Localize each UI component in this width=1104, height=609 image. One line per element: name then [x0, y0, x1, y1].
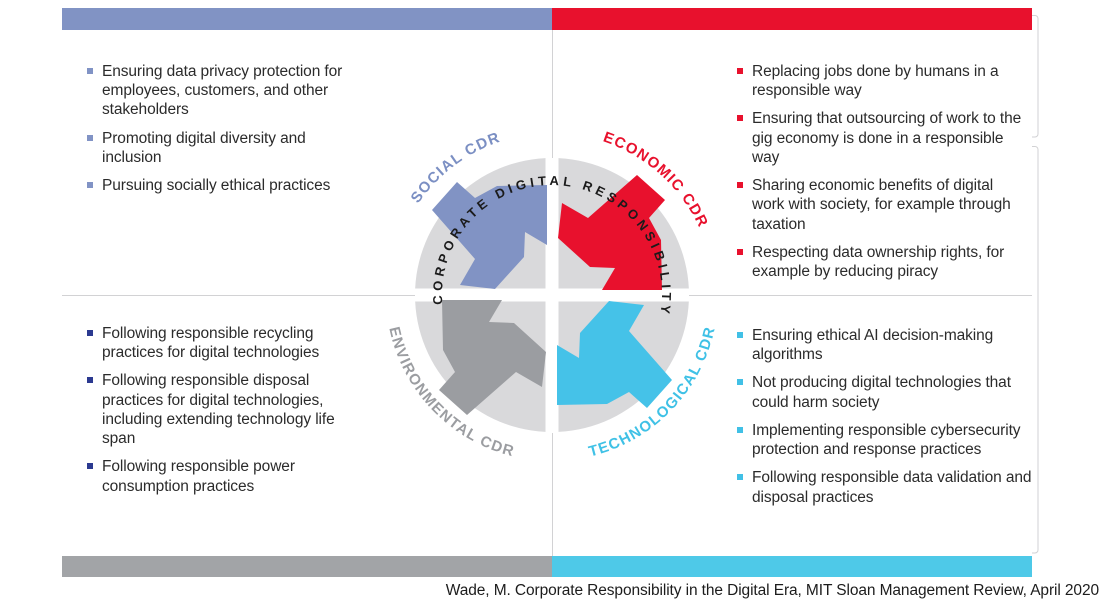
- bullet-item: Promoting digital diversity and inclusio…: [87, 129, 355, 167]
- bullet-text: Replacing jobs done by humans in a respo…: [752, 63, 999, 100]
- bullet-marker: [737, 474, 743, 481]
- bullet-text: Ensuring data privacy protection for emp…: [102, 63, 343, 119]
- bullet-text: Not producing digital technologies that …: [752, 374, 1011, 411]
- citation: Wade, M. Corporate Responsibility in the…: [445, 582, 1099, 599]
- environmental-bar-segment: [62, 556, 552, 577]
- cdr-circle-diagram: CORPORATE DIGITAL RESPONSIBILITY SOCIAL …: [385, 129, 717, 461]
- bullet-marker: [737, 379, 743, 386]
- bullet-marker: [87, 330, 93, 336]
- environmental-bullet-list: Following responsible recycling practice…: [87, 324, 372, 505]
- bullet-text: Pursuing socially ethical practices: [102, 177, 331, 195]
- right-bracket-bottom: [1032, 146, 1039, 554]
- bullet-text: Following responsible recycling practice…: [102, 325, 320, 362]
- right-bracket-top: [1032, 15, 1039, 138]
- bullet-marker: [737, 248, 743, 255]
- bullet-text: Following responsible data validation an…: [752, 469, 1032, 506]
- bullet-item: Following responsible recycling practice…: [87, 324, 372, 362]
- social-bar-segment: [62, 8, 552, 30]
- technological-bullet-list: Ensuring ethical AI decision-making algo…: [737, 326, 1032, 516]
- bullet-item: Pursuing socially ethical practices: [87, 176, 355, 195]
- bullet-marker: [87, 134, 93, 141]
- bullet-marker: [737, 332, 743, 338]
- bullet-item: Following responsible power consumption …: [87, 457, 372, 495]
- bullet-item: Respecting data ownership rights, for ex…: [737, 243, 1027, 281]
- bullet-item: Ensuring that outsourcing of work to the…: [737, 109, 1027, 167]
- economic-bullet-list: Replacing jobs done by humans in a respo…: [737, 62, 1027, 290]
- economic-bar-segment: [552, 8, 1032, 30]
- bullet-text: Respecting data ownership rights, for ex…: [752, 243, 1005, 280]
- bullet-text: Ensuring ethical AI decision-making algo…: [752, 327, 994, 364]
- bullet-item: Following responsible disposal practices…: [87, 371, 372, 448]
- bullet-item: Implementing responsible cybersecurity p…: [737, 421, 1032, 459]
- bullet-item: Replacing jobs done by humans in a respo…: [737, 62, 1027, 100]
- top-color-bar: [62, 8, 1032, 30]
- bullet-item: Not producing digital technologies that …: [737, 373, 1032, 411]
- bottom-color-bar: [62, 556, 1032, 577]
- bullet-marker: [87, 68, 93, 74]
- bullet-item: Sharing economic benefits of digital wor…: [737, 176, 1027, 234]
- bullet-marker: [737, 426, 743, 433]
- bullet-item: Ensuring ethical AI decision-making algo…: [737, 326, 1032, 364]
- bullet-marker: [737, 115, 743, 122]
- bullet-text: Sharing economic benefits of digital wor…: [752, 177, 1011, 233]
- bullet-text: Promoting digital diversity and inclusio…: [102, 129, 306, 166]
- bullet-text: Implementing responsible cybersecurity p…: [752, 421, 1021, 459]
- bullet-item: Ensuring data privacy protection for emp…: [87, 62, 355, 120]
- bullet-marker: [737, 182, 743, 189]
- technological-bar-segment: [552, 556, 1032, 577]
- social-bullet-list: Ensuring data privacy protection for emp…: [87, 62, 355, 204]
- bullet-marker: [87, 182, 93, 189]
- bullet-text: Following responsible disposal practices…: [102, 372, 335, 448]
- bullet-marker: [87, 463, 93, 470]
- quadrant-gap-cross: [415, 158, 689, 432]
- bullet-text: Ensuring that outsourcing of work to the…: [752, 110, 1022, 166]
- bullet-item: Following responsible data validation an…: [737, 468, 1032, 506]
- bullet-text: Following responsible power consumption …: [102, 458, 295, 495]
- bullet-marker: [87, 377, 93, 384]
- bullet-marker: [737, 68, 743, 74]
